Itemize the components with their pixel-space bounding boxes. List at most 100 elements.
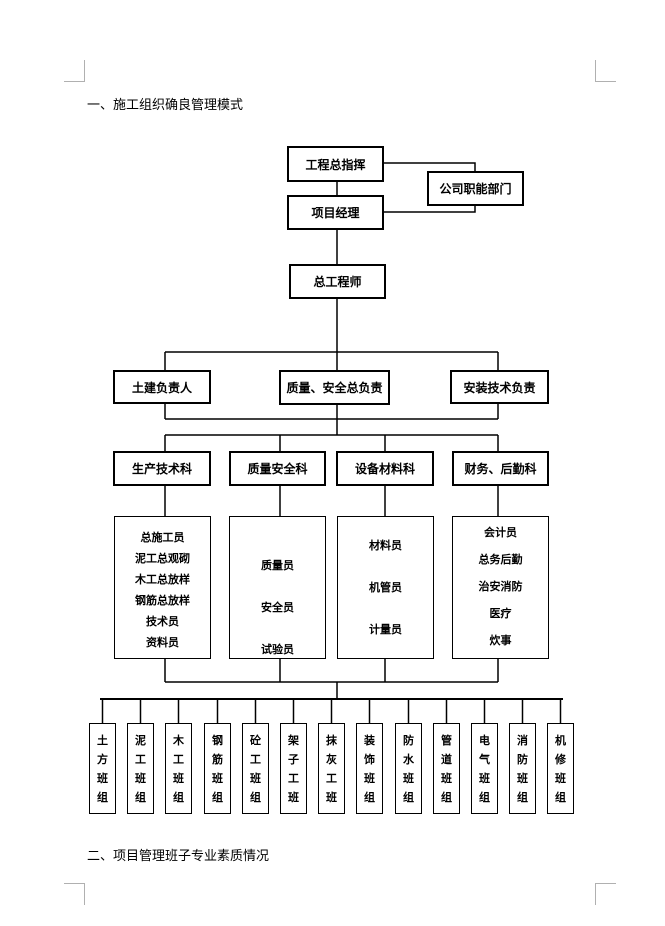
staff-item: 资料员 xyxy=(146,636,179,649)
production-tech-dept-box: 生产技术科 xyxy=(113,451,211,486)
team-char: 抹 xyxy=(326,734,337,748)
section-heading-org-mode: 一、施工组织确良管理模式 xyxy=(87,98,244,113)
team-char: 班 xyxy=(479,771,490,785)
team-char: 班 xyxy=(517,771,528,785)
team-char: 机 xyxy=(555,734,566,748)
staff-item: 机管员 xyxy=(369,581,402,594)
team-char: 道 xyxy=(441,753,452,767)
team-char: 组 xyxy=(517,790,528,804)
crop-mark-top-right-h xyxy=(595,81,616,82)
team-char: 修 xyxy=(555,753,566,767)
staff-item: 试验员 xyxy=(261,643,294,656)
team-char: 班 xyxy=(250,771,261,785)
equipment-material-dept-box: 设备材料科 xyxy=(336,451,434,486)
team-char: 班 xyxy=(555,771,566,785)
staff-item: 总务后勤 xyxy=(478,553,523,566)
section-heading-team-quality: 二、项目管理班子专业素质情况 xyxy=(87,849,270,864)
crop-mark-top-left-v xyxy=(84,60,85,82)
team-char: 班 xyxy=(326,790,337,804)
team-box: 泥工班组 xyxy=(127,723,154,814)
team-char: 组 xyxy=(403,790,414,804)
team-char: 组 xyxy=(479,790,490,804)
team-char: 工 xyxy=(288,771,299,785)
staff-item: 钢筋总放样 xyxy=(135,594,190,607)
staff-item: 技术员 xyxy=(146,615,179,628)
team-char: 子 xyxy=(288,753,299,767)
team-box: 电气班组 xyxy=(471,723,498,814)
team-char: 班 xyxy=(97,771,108,785)
team-char: 工 xyxy=(135,753,146,767)
staff-item: 计量员 xyxy=(369,623,402,636)
team-box: 防水班组 xyxy=(395,723,422,814)
staff-item: 泥工总观砌 xyxy=(135,552,190,565)
team-char: 防 xyxy=(403,734,414,748)
team-box: 土方班组 xyxy=(89,723,116,814)
team-char: 消 xyxy=(517,734,528,748)
team-char: 班 xyxy=(173,771,184,785)
staff-item: 会计员 xyxy=(484,526,517,539)
team-box: 装饰班组 xyxy=(356,723,383,814)
quality-safety-lead-box: 质量、安全总负责 xyxy=(279,370,390,405)
company-dept-box: 公司职能部门 xyxy=(427,171,524,206)
crop-mark-bottom-right-v xyxy=(595,883,596,905)
team-box: 消防班组 xyxy=(509,723,536,814)
team-box: 管道班组 xyxy=(433,723,460,814)
team-char: 组 xyxy=(250,790,261,804)
team-char: 组 xyxy=(441,790,452,804)
team-box: 砼工班组 xyxy=(242,723,269,814)
team-char: 饰 xyxy=(364,753,375,767)
project-manager-box: 项目经理 xyxy=(287,195,384,230)
team-char: 泥 xyxy=(135,734,146,748)
production-staff-box: 总施工员 泥工总观砌 木工总放样 钢筋总放样 技术员 资料员 xyxy=(114,516,211,659)
equipment-staff-box: 材料员 机管员 计量员 xyxy=(337,516,434,659)
team-char: 气 xyxy=(479,753,490,767)
team-char: 木 xyxy=(173,734,184,748)
team-char: 班 xyxy=(441,771,452,785)
team-char: 工 xyxy=(326,771,337,785)
team-char: 班 xyxy=(212,771,223,785)
crop-mark-bottom-left-v xyxy=(84,883,85,905)
civil-lead-box: 土建负责人 xyxy=(113,370,211,404)
finance-logistics-dept-box: 财务、后勤科 xyxy=(452,451,549,486)
team-char: 架 xyxy=(288,734,299,748)
crop-mark-top-left-h xyxy=(64,81,85,82)
team-char: 水 xyxy=(403,753,414,767)
crop-mark-bottom-right-h xyxy=(595,883,616,884)
team-box: 木工班组 xyxy=(165,723,192,814)
team-char: 班 xyxy=(403,771,414,785)
team-char: 组 xyxy=(364,790,375,804)
team-char: 钢 xyxy=(212,734,223,748)
team-char: 工 xyxy=(173,753,184,767)
chief-engineer-box: 总工程师 xyxy=(289,264,386,299)
crop-mark-bottom-left-h xyxy=(64,883,85,884)
team-char: 电 xyxy=(479,734,490,748)
team-char: 班 xyxy=(364,771,375,785)
team-char: 班 xyxy=(135,771,146,785)
team-char: 筋 xyxy=(212,753,223,767)
team-box: 钢筋班组 xyxy=(204,723,231,814)
staff-item: 安全员 xyxy=(261,601,294,614)
team-box: 架子工班 xyxy=(280,723,307,814)
team-char: 装 xyxy=(364,734,375,748)
team-char: 灰 xyxy=(326,753,337,767)
team-box: 机修班组 xyxy=(547,723,574,814)
staff-item: 治安消防 xyxy=(478,580,523,593)
staff-item: 木工总放样 xyxy=(135,573,190,586)
team-char: 方 xyxy=(97,753,108,767)
team-char: 管 xyxy=(441,734,452,748)
team-char: 班 xyxy=(288,790,299,804)
staff-item: 炊事 xyxy=(489,634,512,647)
team-char: 防 xyxy=(517,753,528,767)
quality-staff-box: 质量员 安全员 试验员 xyxy=(229,516,326,659)
staff-item: 医疗 xyxy=(489,607,512,620)
staff-item: 总施工员 xyxy=(140,531,185,544)
staff-item: 材料员 xyxy=(369,539,402,552)
staff-item: 质量员 xyxy=(261,559,294,572)
team-char: 组 xyxy=(173,790,184,804)
quality-safety-dept-box: 质量安全科 xyxy=(229,451,326,486)
finance-staff-box: 会计员 总务后勤 治安消防 医疗 炊事 xyxy=(452,516,549,659)
team-char: 组 xyxy=(97,790,108,804)
team-char: 组 xyxy=(135,790,146,804)
team-char: 组 xyxy=(212,790,223,804)
